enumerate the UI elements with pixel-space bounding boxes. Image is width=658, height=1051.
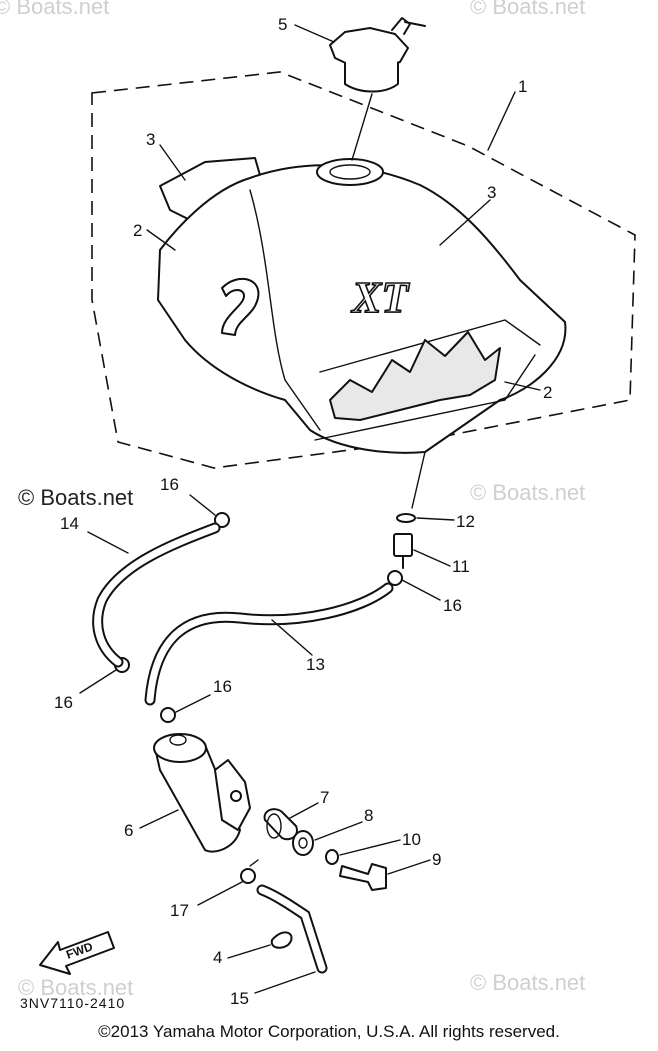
callout-15: 15 bbox=[230, 989, 249, 1008]
callout-1: 1 bbox=[518, 77, 527, 96]
part-17-clip bbox=[240, 859, 259, 884]
filler-neck bbox=[316, 158, 384, 186]
watermark-top-left: © Boats.net bbox=[0, 0, 109, 19]
callout-14: 14 bbox=[60, 514, 79, 533]
watermark-top-right: © Boats.net bbox=[470, 0, 585, 19]
part-13-hose-inner bbox=[146, 584, 392, 704]
callout-13: 13 bbox=[306, 655, 325, 674]
callout-2-left: 2 bbox=[133, 221, 142, 240]
watermark-bottom-left: © Boats.net bbox=[18, 975, 133, 1000]
watermark-mid-left: © Boats.net bbox=[18, 485, 133, 510]
filler-neck-inner bbox=[329, 164, 371, 180]
part-12-washer bbox=[396, 513, 416, 523]
watermark-bottom-right: © Boats.net bbox=[470, 970, 585, 995]
tank-lower-edge bbox=[314, 354, 536, 441]
callout-8: 8 bbox=[364, 806, 373, 825]
callout-3-right: 3 bbox=[487, 183, 496, 202]
tank-badge: XT bbox=[350, 273, 410, 322]
part-10-washer bbox=[325, 849, 339, 865]
callout-16-top: 16 bbox=[160, 475, 179, 494]
part-14-hose-inner bbox=[94, 524, 219, 666]
tank-panel-line bbox=[249, 189, 541, 431]
callout-4: 4 bbox=[213, 948, 222, 967]
callout-16-left: 16 bbox=[54, 693, 73, 712]
callout-16-right: 16 bbox=[443, 596, 462, 615]
callout-12: 12 bbox=[456, 512, 475, 531]
part-15-hose-inner bbox=[258, 886, 326, 972]
tank-drain-leader bbox=[411, 451, 426, 509]
callout-7: 7 bbox=[320, 788, 329, 807]
callout-5: 5 bbox=[278, 15, 287, 34]
part-8-collar bbox=[292, 830, 314, 856]
callout-2-right: 2 bbox=[543, 383, 552, 402]
callout-10: 10 bbox=[402, 830, 421, 849]
part-16-clamp-a bbox=[214, 512, 230, 528]
part-16-clamp-b bbox=[387, 570, 403, 586]
part-11-fitting bbox=[393, 533, 413, 569]
part-7-grommet bbox=[263, 808, 298, 841]
cap-leader bbox=[351, 93, 373, 161]
callout-17: 17 bbox=[170, 901, 189, 920]
callout-3-left: 3 bbox=[146, 130, 155, 149]
callout-6: 6 bbox=[124, 821, 133, 840]
part-4-clip bbox=[270, 931, 293, 949]
tank-assembly-outline bbox=[91, 71, 636, 469]
fwd-arrow-icon: FWD bbox=[39, 931, 115, 975]
tank-side-graphic bbox=[329, 331, 501, 421]
copyright-notice: ©2013 Yamaha Motor Corporation, U.S.A. A… bbox=[98, 1022, 560, 1041]
callout-16-lower: 16 bbox=[213, 677, 232, 696]
callout-leaders bbox=[79, 24, 541, 994]
part-5-fuel-cap bbox=[329, 17, 426, 93]
part-16-clamp-d bbox=[160, 707, 176, 723]
part-6-fuel-filter bbox=[153, 733, 251, 853]
diagram-code: 3NV7110-2410 bbox=[20, 995, 125, 1011]
part-14-hose bbox=[92, 522, 221, 668]
callout-9: 9 bbox=[432, 850, 441, 869]
callout-11: 11 bbox=[452, 557, 470, 576]
tank-left-decal bbox=[221, 278, 260, 336]
part-9-bolt bbox=[339, 863, 387, 891]
watermark-mid-right: © Boats.net bbox=[470, 480, 585, 505]
